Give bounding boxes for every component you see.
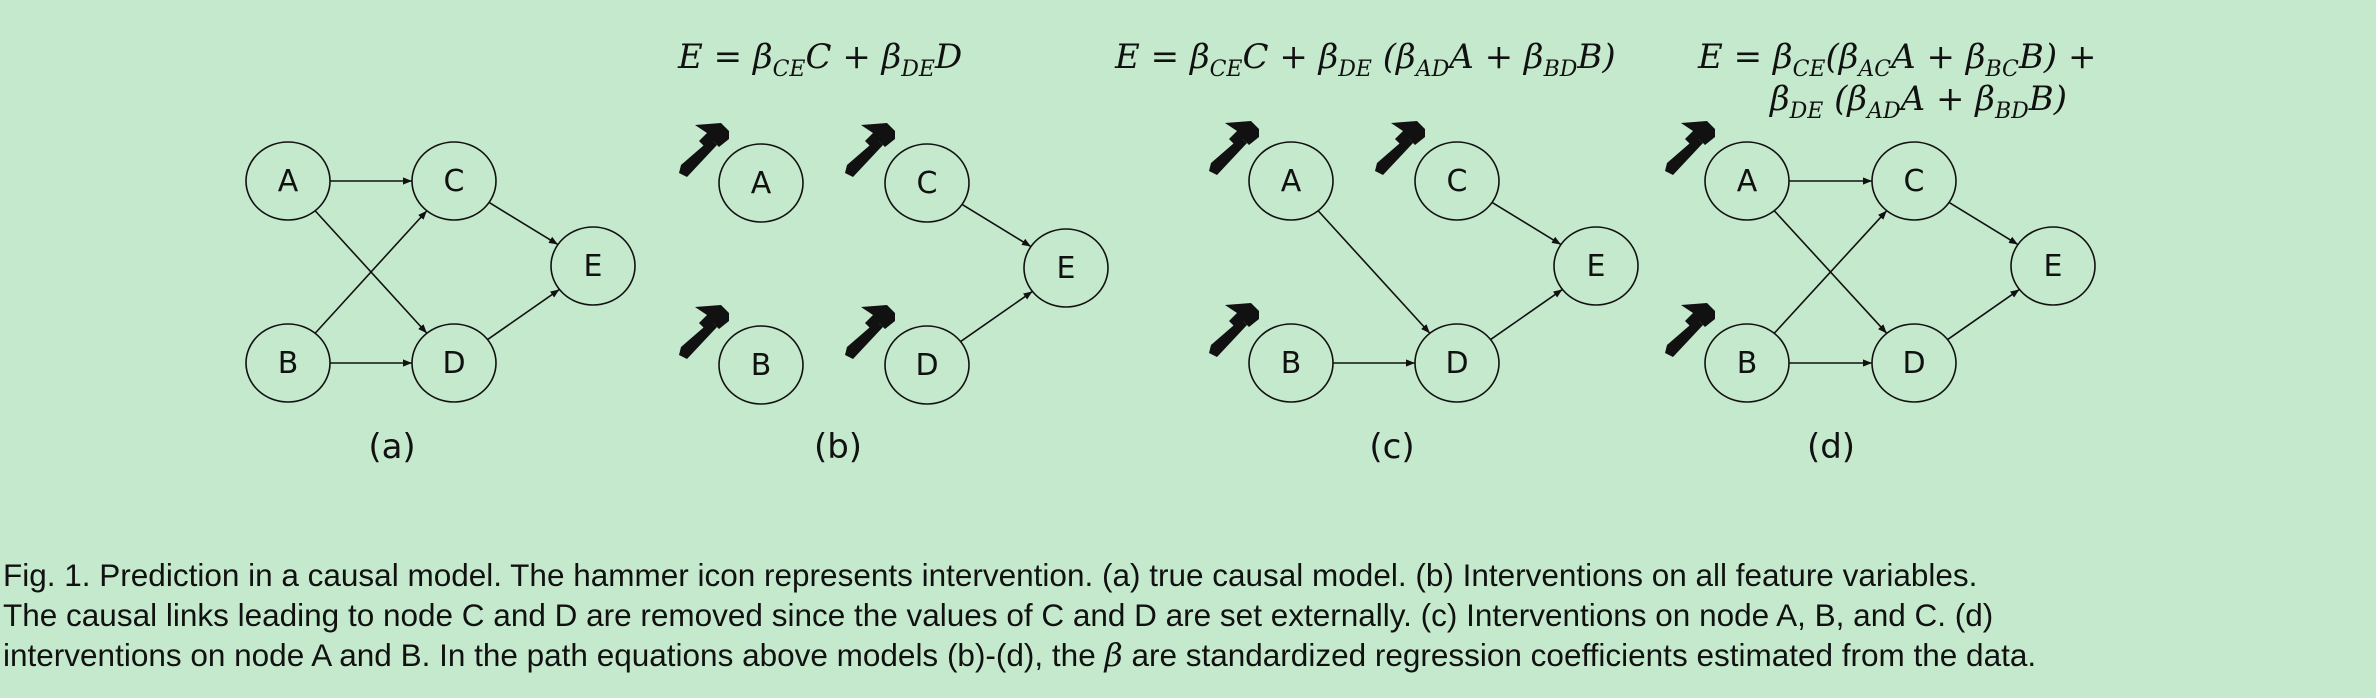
node-c-label: C (917, 166, 938, 201)
panel-d-equation-line-1: E = βCE​(βAC​A + βBC​B) + (1697, 37, 2096, 82)
node-e-circle (2010, 226, 2096, 306)
node-c: C (1414, 141, 1500, 221)
node-b-label: B (1737, 346, 1758, 381)
node-b-label: B (278, 346, 299, 381)
node-a: A (718, 143, 804, 223)
node-d-label: D (915, 348, 938, 383)
node-c-circle (1871, 141, 1957, 221)
node-d-circle (884, 325, 970, 405)
node-e-label: E (584, 249, 603, 284)
caption-line-3-end: are standardized regression coefficients… (1122, 637, 2037, 673)
node-e-circle (1023, 228, 1109, 308)
node-a: A (1704, 141, 1790, 221)
edge-d-e (1490, 288, 1563, 341)
node-d-label: D (442, 346, 465, 381)
node-e: E (1553, 226, 1639, 306)
node-d: D (1414, 323, 1500, 403)
node-c-label: C (1904, 164, 1925, 199)
panel-c-label: (c) (1369, 427, 1414, 467)
node-b: B (1704, 323, 1790, 403)
figure-caption: Fig. 1. Prediction in a causal model. Th… (3, 555, 2341, 676)
node-d-label: D (1902, 346, 1925, 381)
node-e-label: E (1587, 249, 1606, 284)
node-b-circle (1248, 323, 1334, 403)
caption-line-3: interventions on node A and B. In the pa… (3, 635, 2341, 676)
edge-b-c (1773, 210, 1888, 334)
edge-d-e (487, 288, 560, 341)
node-d: D (884, 325, 970, 405)
node-a-circle (1248, 141, 1334, 221)
panel-d-label: (d) (1807, 427, 1855, 467)
node-e: E (550, 226, 636, 306)
node-b-circle (245, 323, 331, 403)
edge-c-e (1491, 201, 1562, 246)
node-b-circle (718, 325, 804, 405)
panel-a: A B C D E (a) (245, 141, 636, 467)
panel-b: E = βCE​C + βDE​D A B C D E (b) (677, 37, 1109, 467)
node-c: C (411, 141, 497, 221)
panel-c-equation-line-1: E = βCE​C + βDE​ (βAD​A + βBD​B) (1114, 37, 1616, 82)
beta-symbol: β (1104, 638, 1123, 674)
caption-line-3-start: interventions on node A and B. In the pa… (3, 637, 1105, 673)
node-b-circle (1704, 323, 1790, 403)
node-e-circle (1553, 226, 1639, 306)
panel-d-equation-line-2: βDE​ (βAD​A + βBD​B) (1768, 79, 2067, 124)
node-e-label: E (2044, 249, 2063, 284)
node-c: C (884, 143, 970, 223)
edge-d-e (1947, 288, 2020, 341)
edge-b-c (314, 210, 428, 334)
node-d-label: D (1445, 346, 1468, 381)
caption-line-1: Fig. 1. Prediction in a causal model. Th… (3, 557, 1978, 593)
node-a-label: A (278, 164, 299, 199)
node-e: E (2010, 226, 2096, 306)
node-c-circle (411, 141, 497, 221)
node-d: D (411, 323, 497, 403)
node-c-circle (884, 143, 970, 223)
node-b-label: B (1281, 346, 1302, 381)
node-d-circle (1871, 323, 1957, 403)
node-d-circle (1414, 323, 1500, 403)
node-b-label: B (751, 348, 772, 383)
node-c-label: C (444, 164, 465, 199)
node-a-label: A (751, 166, 772, 201)
node-c-label: C (1447, 164, 1468, 199)
edge-c-e (961, 203, 1032, 248)
node-e-circle (550, 226, 636, 306)
node-a: A (1248, 141, 1334, 221)
edge-c-e (1948, 201, 2019, 246)
node-b: B (718, 325, 804, 405)
panel-b-label: (b) (814, 427, 862, 467)
node-e: E (1023, 228, 1109, 308)
node-a-circle (718, 143, 804, 223)
node-a-circle (245, 141, 331, 221)
node-a: A (245, 141, 331, 221)
node-d-circle (411, 323, 497, 403)
node-a-label: A (1737, 164, 1758, 199)
edge-c-e (488, 201, 559, 246)
edge-a-d (1317, 210, 1431, 334)
node-a-label: A (1281, 164, 1302, 199)
node-a-circle (1704, 141, 1790, 221)
node-d: D (1871, 323, 1957, 403)
edge-d-e (960, 290, 1033, 343)
panel-d: E = βCE​(βAC​A + βBC​B) +βDE​ (βAD​A + β… (1665, 37, 2096, 467)
node-e-label: E (1057, 251, 1076, 286)
node-c-circle (1414, 141, 1500, 221)
caption-line-2: The causal links leading to node C and D… (3, 597, 1994, 633)
panel-a-label: (a) (368, 427, 415, 467)
node-c: C (1871, 141, 1957, 221)
node-b: B (245, 323, 331, 403)
node-b: B (1248, 323, 1334, 403)
panel-c: E = βCE​C + βDE​ (βAD​A + βBD​B) A B C D E (c) (1114, 37, 1639, 467)
panel-b-equation-line-1: E = βCE​C + βDE​D (677, 37, 962, 82)
